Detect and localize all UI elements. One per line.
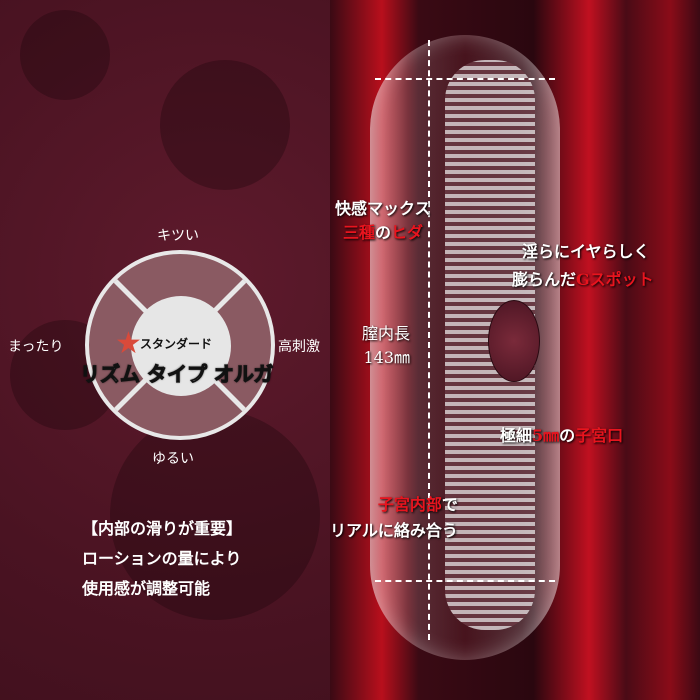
standard-badge: スタンダード <box>140 337 213 351</box>
folds-red: 三種 <box>343 223 376 242</box>
gspot-line1: 淫らにイヤらしく <box>522 242 650 261</box>
dial-center <box>131 296 231 396</box>
feel-chart-dial <box>85 250 275 440</box>
dial-label-bottom: ゆるい <box>152 451 194 467</box>
gspot-red: Gスポット <box>576 270 654 289</box>
note-line: ローションの量により <box>82 549 242 568</box>
bg-bubble <box>20 10 110 100</box>
folds-line1: 快感マックス <box>335 199 431 218</box>
note-line: 使用感が調整可能 <box>82 579 211 598</box>
uterus-caption: 子宮内部で リアルに絡み合う <box>330 492 458 544</box>
cervix-b: の <box>559 426 576 445</box>
bg-bubble <box>110 410 320 620</box>
measure-top-line <box>375 78 555 80</box>
length-value: 143㎜ <box>363 348 411 367</box>
uterus-line2: リアルに絡み合う <box>330 521 458 540</box>
uterus-line1: 子宮内部で <box>330 492 458 518</box>
bg-bubble <box>160 60 290 190</box>
length-label: 膣内長 <box>362 324 411 343</box>
folds-mid: の <box>375 223 392 242</box>
folds-caption: 快感マックス 三種のヒダ <box>335 195 431 243</box>
uterus-a: で <box>441 495 458 514</box>
note-line: 【内部の滑りが重要】 <box>82 519 243 538</box>
length-caption: 膣内長 143㎜ <box>362 320 410 368</box>
g-spot-illustration <box>488 300 540 382</box>
cervix-red2: 子宮口 <box>575 426 624 445</box>
dial-label-right: 高刺激 <box>278 339 320 355</box>
folds-line2: 三種のヒダ <box>343 219 431 243</box>
dial-label-top: キツい <box>157 228 199 244</box>
gspot-line2a: 膨らんだ <box>512 270 577 289</box>
measure-bottom-line <box>375 580 555 582</box>
dial-label-left: まったり <box>8 339 64 355</box>
gspot-caption: 淫らにイヤらしく 膨らんだGスポット <box>512 238 654 294</box>
uterus-red: 子宮内部 <box>377 495 442 514</box>
product-name: リズム タイプ オルガ <box>79 362 274 387</box>
length-measure-line <box>428 40 430 640</box>
folds-red2: ヒダ <box>391 223 424 242</box>
star-icon: ★ <box>115 326 142 361</box>
cervix-caption: 極細5㎜の子宮口 <box>500 422 623 446</box>
cervix-a: 極細 <box>500 426 533 445</box>
cervix-red: 5㎜ <box>532 426 560 445</box>
gspot-line2: 膨らんだGスポット <box>512 266 654 294</box>
